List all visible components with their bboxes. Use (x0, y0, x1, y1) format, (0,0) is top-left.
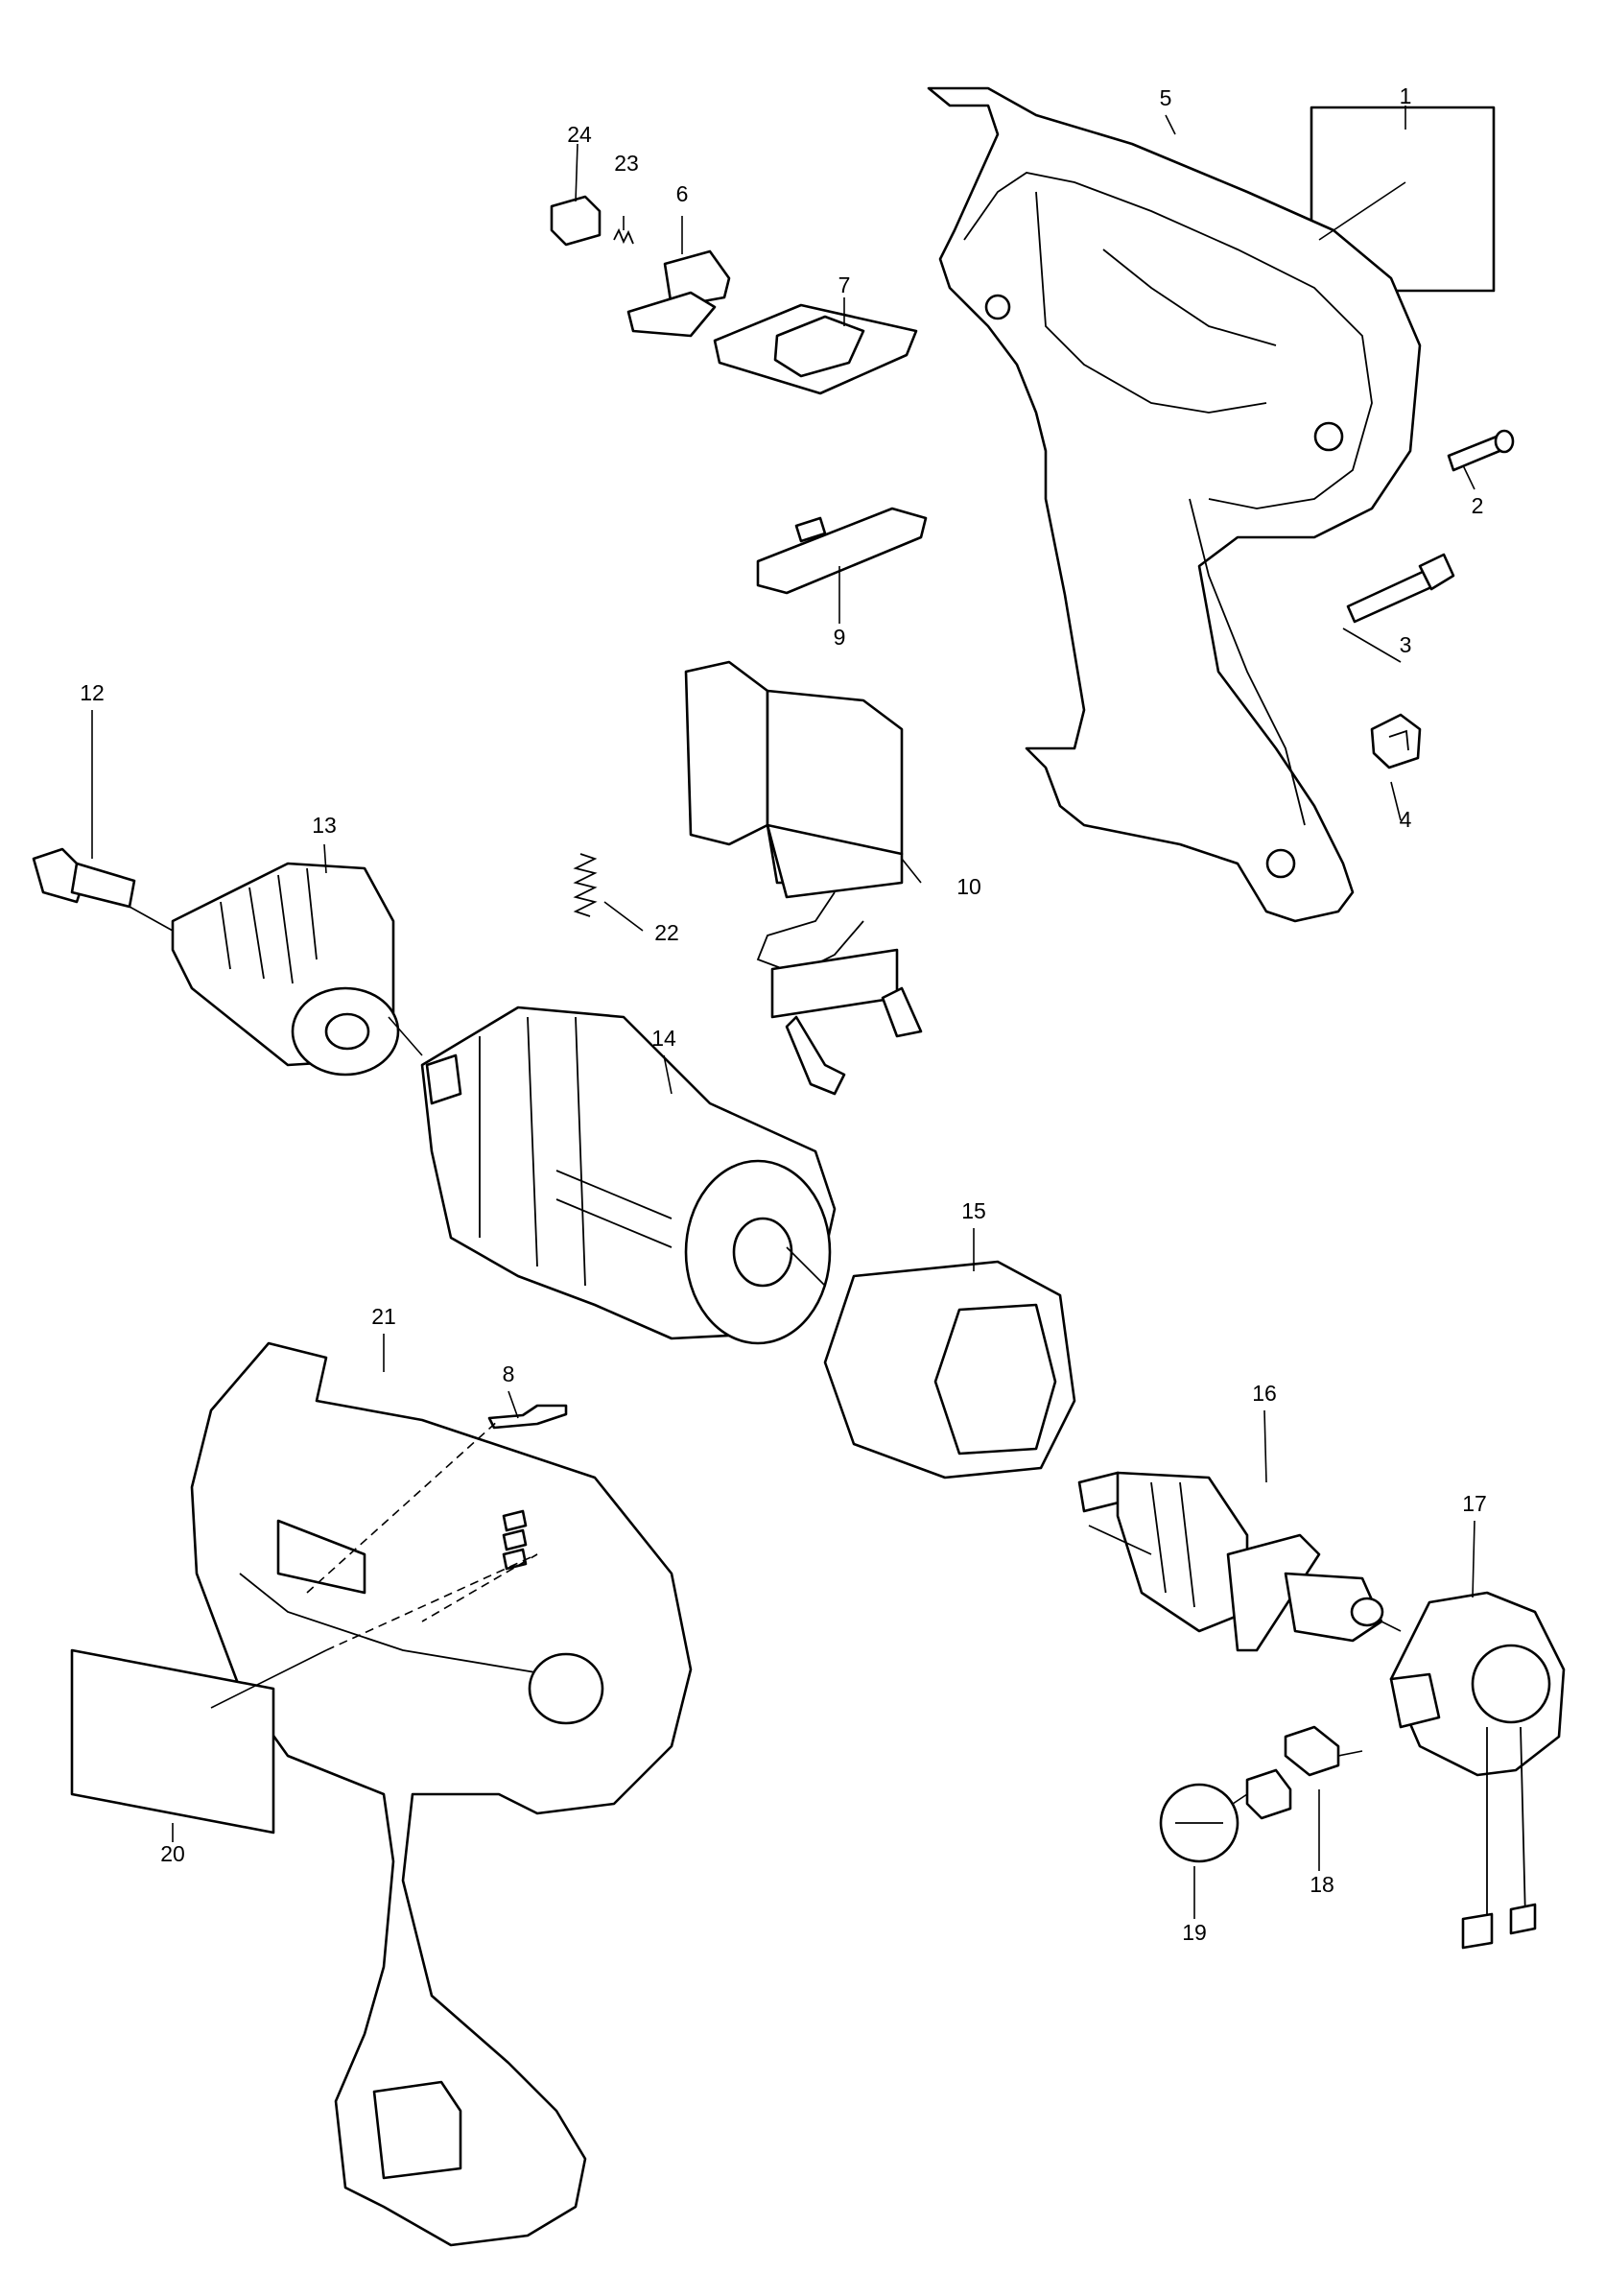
leader-lines (91, 106, 1475, 1919)
part-10-trigger-switch (684, 660, 923, 1096)
label-part-3: 3 (1400, 632, 1412, 657)
part-labels: 1 2 3 4 5 6 7 8 9 10 12 13 14 15 16 17 1… (80, 83, 1487, 1945)
label-part-7: 7 (838, 272, 851, 297)
label-part-23: 23 (614, 151, 639, 176)
part-13-drill-chuck (171, 862, 400, 1077)
label-part-20: 20 (160, 1841, 185, 1866)
part-7-slide-plate (713, 303, 918, 395)
part-2-screw (1447, 429, 1515, 472)
part-5-housing-half (927, 86, 1422, 923)
label-part-18: 18 (1310, 1872, 1334, 1897)
part-17-brush-holder (1389, 1591, 1566, 1950)
part-12-chuck-bolt (32, 847, 136, 909)
part-8-contact (487, 1404, 568, 1430)
label-part-1: 1 (1400, 83, 1412, 108)
part-19-brush-cap (1159, 1783, 1239, 1863)
part-22-spring (573, 853, 598, 917)
part-3-screw (1346, 553, 1455, 624)
label-part-9: 9 (834, 625, 846, 650)
label-part-14: 14 (651, 1026, 676, 1051)
label-part-6: 6 (676, 181, 689, 206)
part-21-housing-half (190, 1341, 693, 2247)
label-part-24: 24 (567, 122, 592, 147)
part-14-gear-assembly (420, 1006, 837, 1345)
label-part-10: 10 (956, 874, 981, 899)
label-part-22: 22 (654, 920, 679, 945)
part-9-pad (756, 507, 928, 595)
part-6-switch-lever (626, 249, 731, 338)
part-16-armature (1077, 1471, 1384, 1652)
part-4-clip (1370, 713, 1422, 769)
part-20-label-sticker (70, 1648, 275, 1834)
label-part-8: 8 (503, 1361, 515, 1386)
label-part-17: 17 (1462, 1491, 1487, 1516)
label-part-2: 2 (1472, 493, 1484, 518)
part-18-carbon-brush (1245, 1725, 1340, 1820)
label-part-15: 15 (961, 1198, 986, 1223)
label-part-19: 19 (1182, 1920, 1207, 1945)
label-part-4: 4 (1400, 807, 1412, 832)
part-15-yoke (823, 1260, 1076, 1479)
label-part-21: 21 (371, 1304, 396, 1329)
part-24-cap (550, 195, 602, 247)
part-23-spring (613, 227, 634, 245)
label-part-13: 13 (312, 813, 337, 838)
label-part-16: 16 (1252, 1381, 1277, 1406)
label-part-12: 12 (80, 680, 105, 705)
label-part-5: 5 (1160, 85, 1172, 110)
